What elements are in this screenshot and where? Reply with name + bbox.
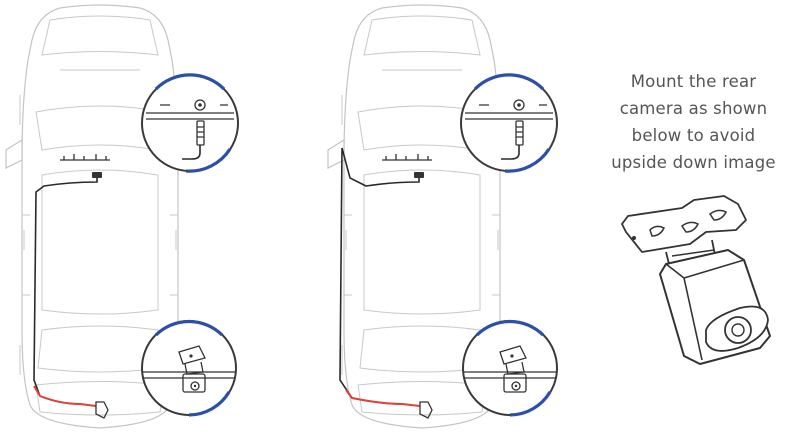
rear-zoom-right xyxy=(462,319,558,417)
instruction-line-1: Mount the rear xyxy=(630,72,757,91)
rear-zoom-left xyxy=(141,319,237,417)
instruction-line-2: camera as shown xyxy=(619,99,768,118)
front-zoom-left xyxy=(141,73,239,173)
rear-camera-mount-icon xyxy=(621,195,771,365)
car-left xyxy=(5,4,195,429)
cable-right-highlight xyxy=(345,389,421,407)
front-zoom-right xyxy=(460,73,558,173)
car-right xyxy=(327,4,517,429)
instruction-line-4: upside down image xyxy=(611,153,776,172)
instruction-line-3: below to avoid xyxy=(631,126,756,145)
mounting-instruction: Mount the rear camera as shown below to … xyxy=(600,68,787,176)
cable-left-highlight xyxy=(33,385,97,407)
